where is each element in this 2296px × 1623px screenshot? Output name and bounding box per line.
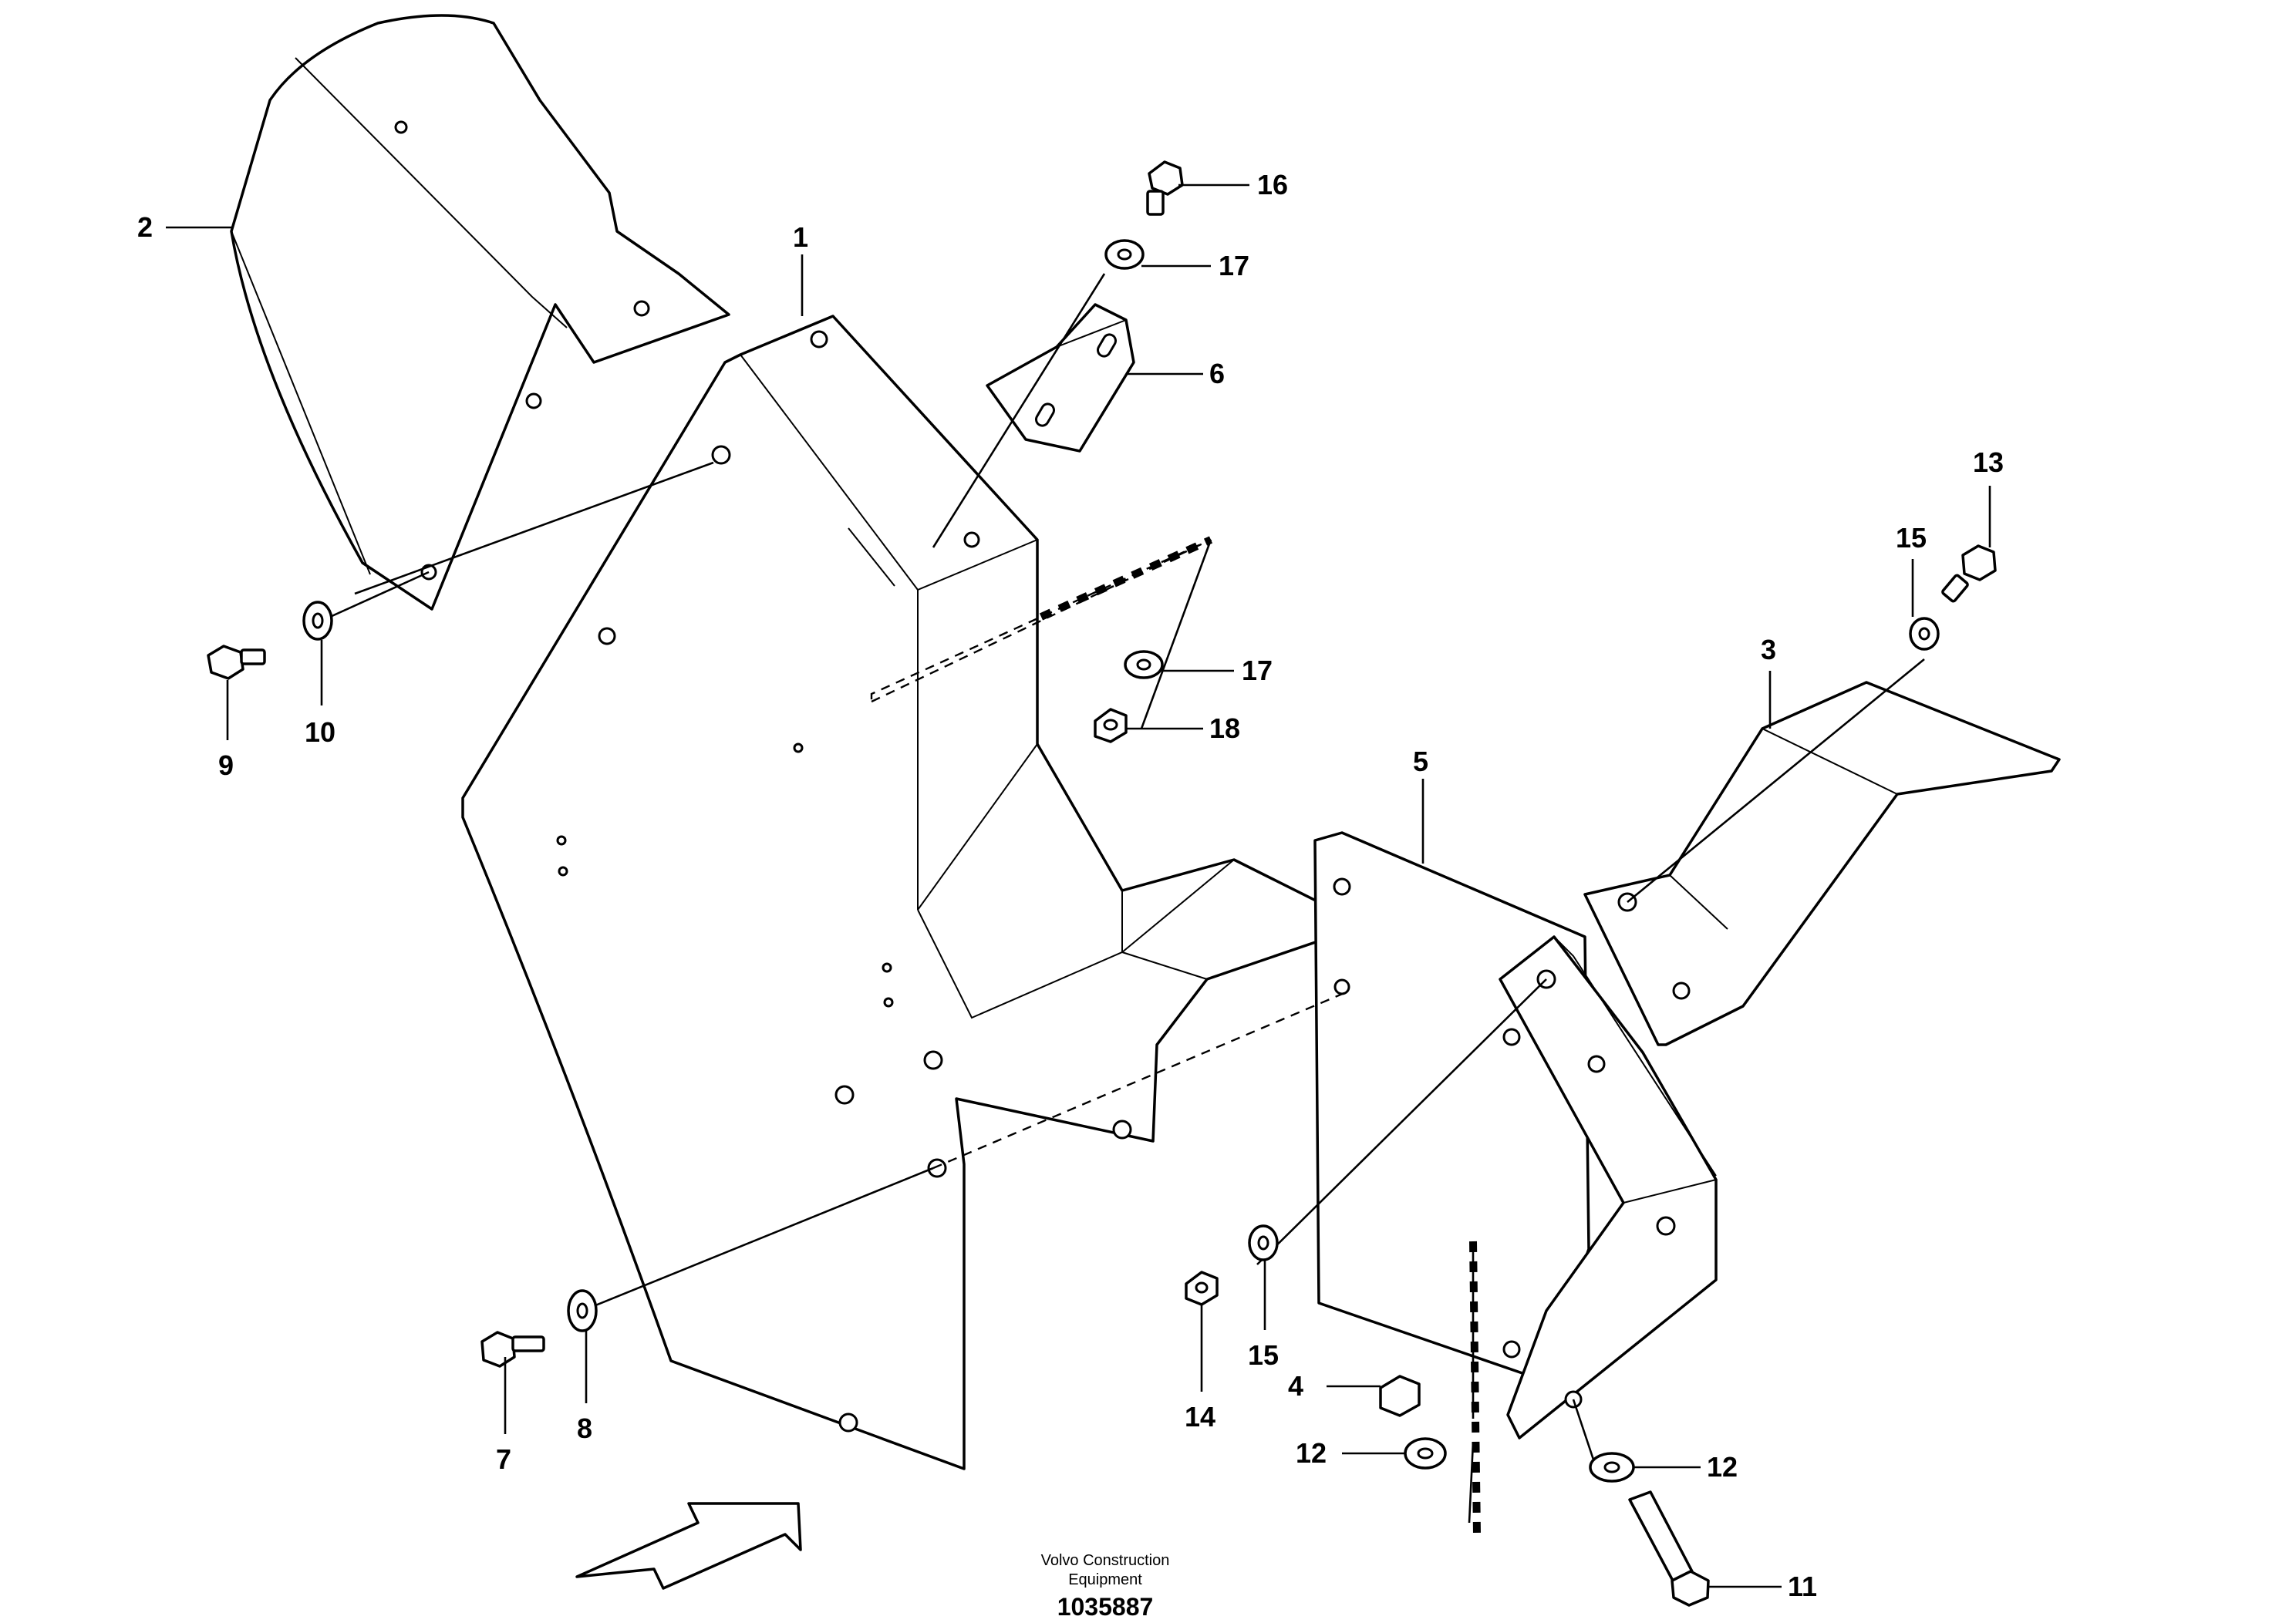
callout-leaders (166, 184, 1991, 1588)
drawing-number: 1035887 (1057, 1593, 1154, 1621)
callout-14: 14 (1185, 1401, 1215, 1433)
part-3-arm (1583, 681, 2061, 1046)
callout-7: 7 (496, 1443, 511, 1475)
fastener-11-bolt (1628, 1490, 1710, 1607)
footer: Volvo Construction Equipment 1035887 (1041, 1552, 1170, 1621)
fastener-13-bolt (1941, 544, 1997, 603)
callout-10: 10 (305, 716, 335, 748)
callout-11: 11 (1788, 1571, 1817, 1602)
fastener-12-washer-left (1404, 1437, 1447, 1470)
company-line-2: Equipment (1068, 1571, 1142, 1588)
callout-18: 18 (1209, 712, 1240, 744)
fastener-4-nut (1379, 1375, 1421, 1417)
callout-2: 2 (137, 211, 153, 243)
callout-17-top: 17 (1219, 250, 1249, 281)
part-1-main-plate (461, 315, 1367, 1470)
callout-12-right: 12 (1707, 1451, 1738, 1483)
fastener-17-washer-top (1104, 239, 1145, 270)
company-line-1: Volvo Construction (1041, 1552, 1170, 1569)
part-4-angle-bracket (1499, 935, 1718, 1439)
fastener-10-washer (302, 601, 333, 641)
callout-16: 16 (1257, 169, 1288, 200)
fastener-7-bolt (480, 1331, 545, 1368)
callout-13: 13 (1973, 446, 2004, 478)
callout-8: 8 (577, 1413, 592, 1444)
fastener-15-washer-lower (1248, 1224, 1279, 1261)
callout-12-left: 12 (1296, 1437, 1327, 1469)
callout-15-lower: 15 (1248, 1339, 1279, 1371)
fastener-18-nut (1094, 708, 1128, 743)
callout-1: 1 (793, 221, 808, 253)
part-6-bracket (986, 303, 1135, 453)
fastener-14-nut (1185, 1271, 1219, 1306)
callout-15-upper: 15 (1896, 522, 1927, 554)
fastener-8-washer (567, 1289, 598, 1332)
callout-numbers: 1 2 3 4 5 6 7 8 9 10 11 12 12 13 14 15 1… (137, 169, 2004, 1602)
callout-17-mid: 17 (1242, 655, 1273, 686)
fastener-16-bolt (1146, 160, 1184, 216)
direction-arrow-icon (575, 1502, 802, 1590)
fastener-12-washer-right (1589, 1452, 1635, 1483)
part-5-plate (1313, 831, 1590, 1382)
fastener-17-washer-mid (1124, 650, 1164, 679)
callout-3: 3 (1761, 634, 1776, 665)
connection-lines (304, 273, 1925, 1524)
callout-4: 4 (1288, 1370, 1303, 1402)
fastener-15-washer-upper (1909, 617, 1940, 651)
callout-9: 9 (218, 749, 234, 781)
fastener-9-bolt (207, 645, 266, 680)
callout-5: 5 (1413, 746, 1428, 777)
callout-6: 6 (1209, 358, 1225, 389)
